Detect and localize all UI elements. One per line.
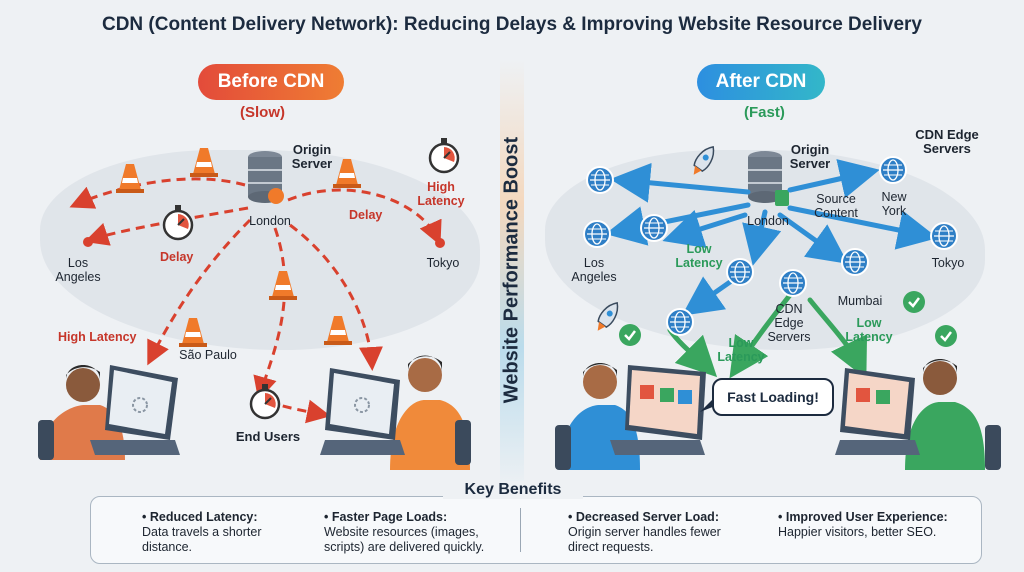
- stopwatch-icon-3: [249, 382, 281, 420]
- benefit-text: Website resources (images, scripts) are …: [324, 525, 485, 554]
- traffic-cone-icon-1: [116, 164, 144, 193]
- page-title: CDN (Content Delivery Network): Reducing…: [101, 14, 922, 35]
- edge-globe-icon-tokyo: [930, 222, 958, 250]
- key-benefits-title: Key Benefits: [443, 481, 583, 499]
- stopwatch-icon-1: [162, 203, 194, 241]
- origin-server-label-before: Origin Server: [291, 142, 333, 171]
- check-icon-1: [617, 322, 643, 348]
- check-icon-2: [901, 289, 927, 315]
- benefit-text: Origin server handles fewer direct reque…: [568, 525, 721, 554]
- origin-pin-before: [268, 188, 284, 204]
- benefit-title: • Faster Page Loads:: [324, 510, 448, 524]
- rocket-icon-2: [591, 298, 624, 336]
- edge-globe-icon-la: [583, 220, 611, 248]
- city-los-angeles-before: Los Angeles: [55, 256, 101, 284]
- check-icon-3: [933, 323, 959, 349]
- city-mumbai: Mumbai: [837, 294, 883, 308]
- low-latency-label-3: Low Latency: [845, 316, 893, 344]
- origin-server-label-after: Origin Server: [789, 142, 831, 171]
- city-tokyo-before: Tokyo: [426, 256, 460, 270]
- source-content-label: Source Content: [814, 192, 858, 220]
- benefit-title: • Improved User Experience:: [778, 510, 948, 524]
- before-cdn-heading: Before CDN: [198, 64, 344, 100]
- traffic-cone-icon-5: [179, 318, 207, 347]
- origin-city-before: London: [249, 214, 291, 228]
- city-los-angeles-after: Los Angeles: [571, 256, 617, 284]
- edge-globe-icon-mumbai: [841, 248, 869, 276]
- fast-loading-bubble: Fast Loading!: [712, 378, 834, 416]
- benefit-text: Happier visitors, better SEO.: [778, 525, 937, 539]
- traffic-cone-icon-3: [333, 159, 361, 188]
- benefit-improved-user-experience: • Improved User Experience: Happier visi…: [778, 510, 974, 540]
- origin-city-after: London: [747, 214, 789, 228]
- edge-globe-icon-newyork: [879, 156, 907, 184]
- high-latency-label-1: High Latency: [417, 180, 465, 208]
- benefit-faster-page-loads: • Faster Page Loads: Website resources (…: [324, 510, 510, 555]
- traffic-cone-icon-6: [324, 316, 352, 345]
- after-cdn-heading: After CDN: [697, 64, 825, 100]
- edge-globe-icon-cdn: [779, 269, 807, 297]
- edge-globe-icon-sa: [666, 308, 694, 336]
- divider-glow: [500, 60, 524, 490]
- origin-server-icon-before: [248, 151, 282, 203]
- benefit-text: Data travels a shorter distance.: [142, 525, 262, 554]
- after-speed-label: (Fast): [744, 104, 785, 121]
- end-users-label: End Users: [235, 429, 301, 444]
- city-sao-paulo: São Paulo: [179, 348, 237, 362]
- delay-label-1: Delay: [160, 250, 194, 264]
- source-content-icon: [775, 190, 789, 206]
- low-latency-label-2: Low Latency: [717, 336, 765, 364]
- origin-server-icon-after: [748, 151, 782, 203]
- edge-globe-icon-mid: [640, 214, 668, 242]
- traffic-cone-icon-2: [190, 148, 218, 177]
- edge-globe-icon-center: [726, 258, 754, 286]
- rocket-icon-1: [687, 142, 720, 180]
- low-latency-label-1: Low Latency: [675, 242, 723, 270]
- cdn-edge-servers-label-mid: CDN Edge Servers: [767, 302, 811, 344]
- benefits-separator: [520, 508, 521, 552]
- city-new-york: New York: [881, 190, 907, 218]
- user-laptop-after-left: [555, 363, 706, 470]
- stopwatch-icon-2: [428, 136, 460, 174]
- high-latency-label-2: High Latency: [58, 330, 137, 344]
- delay-label-2: Delay: [349, 208, 383, 222]
- key-benefits-panel: [90, 496, 982, 564]
- cdn-edge-servers-label-top: CDN Edge Servers: [915, 127, 979, 156]
- benefit-decreased-server-load: • Decreased Server Load: Origin server h…: [568, 510, 744, 555]
- traffic-cone-icon-4: [269, 271, 297, 300]
- before-speed-label: (Slow): [240, 104, 285, 121]
- benefit-title: • Reduced Latency:: [142, 510, 258, 524]
- benefit-reduced-latency: • Reduced Latency: Data travels a shorte…: [142, 510, 292, 555]
- benefit-title: • Decreased Server Load:: [568, 510, 719, 524]
- city-tokyo-after: Tokyo: [931, 256, 965, 270]
- user-laptop-right: [320, 355, 471, 470]
- user-laptop-after-right: [835, 359, 1001, 470]
- edge-globe-icon-la-top: [586, 166, 614, 194]
- user-laptop-left: [38, 365, 180, 460]
